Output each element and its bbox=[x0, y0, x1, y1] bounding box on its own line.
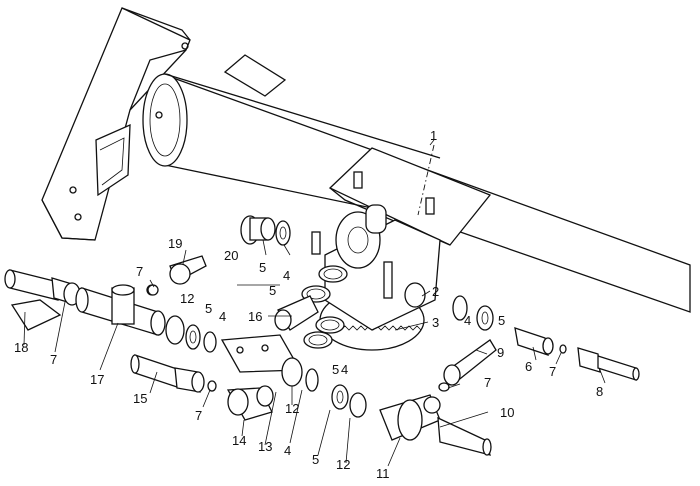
mounting-bracket bbox=[41, 7, 191, 241]
callout-12c: 12 bbox=[336, 457, 350, 472]
callout-16: 16 bbox=[248, 309, 262, 324]
callout-20: 20 bbox=[224, 248, 238, 263]
lower-strip bbox=[10, 299, 62, 331]
callout-3: 3 bbox=[432, 315, 439, 330]
callout-4c: 4 bbox=[464, 313, 471, 328]
callout-5a: 5 bbox=[259, 260, 266, 275]
elbow-14 bbox=[226, 385, 274, 421]
callout-12a: 12 bbox=[180, 291, 194, 306]
valve-body bbox=[311, 204, 441, 351]
callout-2: 2 bbox=[432, 284, 439, 299]
callout-4d: 4 bbox=[284, 443, 291, 458]
leader-lines bbox=[23, 139, 606, 467]
callout-13: 13 bbox=[258, 439, 272, 454]
plug-20 bbox=[240, 215, 291, 246]
callout-8: 8 bbox=[596, 384, 603, 399]
callout-4e: 4 bbox=[341, 362, 348, 377]
callout-4a: 4 bbox=[283, 268, 290, 283]
callout-7e: 7 bbox=[549, 364, 556, 379]
callout-7b: 7 bbox=[50, 352, 57, 367]
callout-5c: 5 bbox=[205, 301, 212, 316]
callout-labels: 1 2 3 4 4 4 4 4 5 5 5 5 5 5 6 7 7 7 7 7 … bbox=[14, 128, 603, 481]
callout-14: 14 bbox=[232, 433, 246, 448]
callout-18: 18 bbox=[14, 340, 28, 355]
callout-4b: 4 bbox=[219, 309, 226, 324]
callout-5d: 5 bbox=[498, 313, 505, 328]
main-tube bbox=[142, 73, 691, 313]
callout-5f: 5 bbox=[312, 452, 319, 467]
inlet-pipe-18 bbox=[4, 269, 81, 306]
callout-12b: 12 bbox=[285, 401, 299, 416]
callout-7a: 7 bbox=[136, 264, 143, 279]
middle-fittings bbox=[165, 295, 319, 392]
callout-9: 9 bbox=[497, 345, 504, 360]
lower-right-fittings bbox=[331, 384, 492, 456]
pipe-15 bbox=[130, 354, 217, 393]
callout-6: 6 bbox=[525, 359, 532, 374]
callout-7d: 7 bbox=[484, 375, 491, 390]
callout-5b: 5 bbox=[269, 283, 276, 298]
right-fittings bbox=[438, 295, 640, 392]
callout-7c: 7 bbox=[195, 408, 202, 423]
callout-1: 1 bbox=[430, 128, 437, 143]
callout-19: 19 bbox=[168, 236, 182, 251]
fitting-19 bbox=[169, 255, 207, 285]
callout-15: 15 bbox=[133, 391, 147, 406]
callout-10: 10 bbox=[500, 405, 514, 420]
callout-17: 17 bbox=[90, 372, 104, 387]
small-washers bbox=[147, 284, 159, 296]
callout-5e: 5 bbox=[332, 362, 339, 377]
rear-plate bbox=[223, 54, 287, 97]
callout-11: 11 bbox=[376, 466, 390, 481]
